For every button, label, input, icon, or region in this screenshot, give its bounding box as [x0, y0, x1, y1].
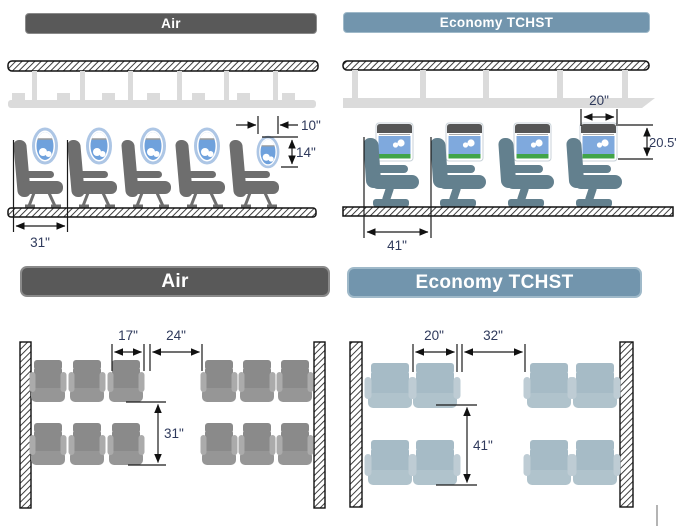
seat [364, 440, 416, 485]
ceiling [342, 60, 650, 71]
dim-label-row-pitch-economy: 41" [473, 438, 493, 453]
window-icon [142, 129, 165, 163]
header-air-side-view: Air [25, 13, 317, 34]
seat [29, 360, 67, 402]
window-icon [34, 129, 57, 163]
cabin-wall-left [349, 341, 363, 508]
panel-economy-top-view: 20" 32" 41" [349, 328, 634, 508]
dim-aisle-width-economy [461, 344, 526, 372]
seat [68, 360, 106, 402]
window-icon [88, 129, 111, 163]
seat [68, 423, 106, 465]
monitor-icon [513, 122, 552, 162]
dim-row-pitch-air [126, 401, 166, 466]
seat-rows-gray [29, 360, 314, 465]
seat [276, 360, 314, 402]
dim-label-window-height-economy: 20.5" [649, 135, 677, 150]
floor [7, 207, 317, 218]
dim-window-width-economy [580, 109, 618, 126]
header-air-top-view: Air [20, 266, 330, 297]
seat [276, 423, 314, 465]
cabin-wall-right [619, 341, 634, 508]
seat [107, 360, 145, 402]
cabin-wall-left [19, 341, 32, 509]
seat [523, 363, 575, 408]
overhead-bins [8, 71, 316, 108]
dim-label-row-pitch-air: 31" [164, 426, 184, 441]
seat [238, 360, 276, 402]
seat [200, 360, 238, 402]
cabin-wall-right [313, 341, 326, 509]
header-economy-tchst-side-view: Economy TCHST [343, 12, 650, 33]
seat [409, 363, 461, 408]
dim-window-height-air [262, 136, 298, 168]
panel-air-side-view: 31" 10" 14" [7, 60, 321, 250]
seat-rows-blue [364, 363, 621, 485]
dim-label-window-width-economy: 20" [589, 93, 609, 108]
panel-air-top-view: 17" 24" 31" [19, 328, 326, 509]
dim-label-window-height-air: 14" [296, 145, 316, 160]
window-icon [196, 129, 219, 163]
seat [200, 423, 238, 465]
floor [342, 206, 674, 217]
dim-window-height-economy [618, 124, 653, 160]
monitor-icon [579, 122, 618, 162]
seat [569, 440, 621, 485]
monitor-icon [445, 122, 484, 162]
window-icon [258, 137, 278, 167]
seat [569, 363, 621, 408]
panel-economy-side-view: 41" 20" 20.5" [342, 60, 677, 253]
dim-label-aisle-width-economy: 32" [483, 328, 503, 343]
dim-row-pitch-economy [436, 404, 477, 486]
seat [29, 423, 67, 465]
dim-aisle-width-air [149, 344, 203, 371]
seat [238, 423, 276, 465]
dim-seat-width-economy [412, 344, 458, 372]
dim-label-seat-pitch-air: 31" [30, 235, 50, 250]
seat [107, 423, 145, 465]
dim-label-window-width-air: 10" [301, 118, 321, 133]
ceiling [7, 60, 319, 72]
seat [523, 440, 575, 485]
dim-window-width-air [236, 116, 298, 134]
seat [409, 440, 461, 485]
dim-label-aisle-width-air: 24" [166, 328, 186, 343]
dim-label-seat-pitch-economy: 41" [387, 238, 407, 253]
dim-seat-pitch-air [12, 140, 69, 232]
dim-label-seat-width-air: 17" [118, 328, 138, 343]
overhead-bins [343, 70, 655, 108]
dim-label-seat-width-economy: 20" [424, 328, 444, 343]
seat [364, 363, 416, 408]
dim-seat-width-air [111, 344, 145, 371]
dim-seat-pitch-economy [363, 137, 432, 238]
monitor-icon [375, 122, 414, 162]
header-economy-tchst-top-view: Economy TCHST [347, 267, 642, 298]
